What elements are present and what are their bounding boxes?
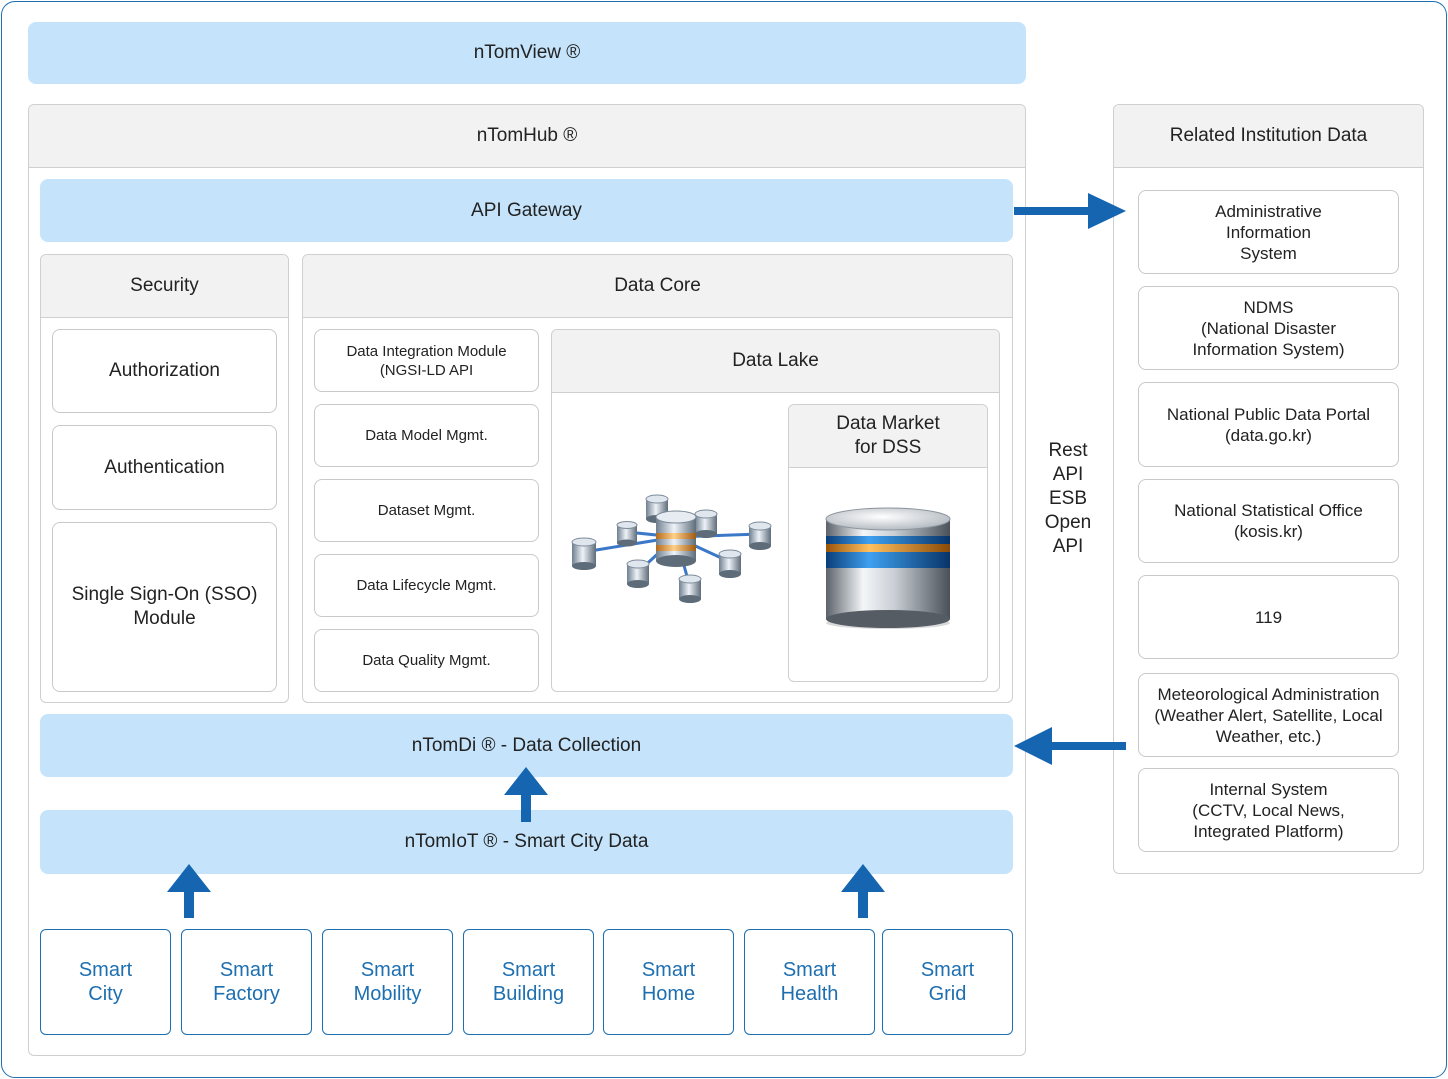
authorization-box: Authorization — [52, 329, 277, 413]
domain-label: Smart City — [78, 959, 133, 1005]
related-institution-title: Related Institution Data — [1169, 125, 1368, 146]
domain-smart-factory: Smart Factory — [181, 929, 312, 1035]
institution-label: Administrative Information System — [1215, 201, 1322, 263]
security-title: Security — [130, 275, 199, 296]
institution-label: National Statistical Office (kosis.kr) — [1174, 501, 1363, 541]
smart-city-data-label: nTomIoT ® - Smart City Data — [404, 831, 649, 852]
institution-119: 119 — [1138, 575, 1399, 659]
arrow-up-icon — [167, 864, 211, 918]
data-quality-mgmt-label: Data Quality Mgmt. — [362, 652, 491, 669]
data-quality-mgmt-box: Data Quality Mgmt. — [314, 629, 539, 692]
institution-administrative-info: Administrative Information System — [1138, 190, 1399, 274]
domain-smart-home: Smart Home — [603, 929, 734, 1035]
data-lake-header: Data Lake — [552, 330, 999, 393]
data-market-header: Data Market for DSS — [789, 405, 987, 468]
domain-label: Smart Factory — [213, 959, 280, 1005]
interface-label: Rest API ESB Open API — [1030, 415, 1106, 557]
data-integration-module-label: Data Integration Module (NGSI-LD API — [346, 342, 507, 379]
institution-label: 119 — [1254, 607, 1283, 627]
related-institution-header: Related Institution Data — [1114, 105, 1423, 168]
data-market-title: Data Market for DSS — [836, 413, 940, 458]
institution-label: National Public Data Portal (data.go.kr) — [1166, 404, 1371, 445]
domain-smart-mobility: Smart Mobility — [322, 929, 453, 1035]
data-lifecycle-mgmt-box: Data Lifecycle Mgmt. — [314, 554, 539, 617]
domain-label: Smart Grid — [920, 959, 975, 1005]
data-lake-title: Data Lake — [732, 350, 819, 371]
authentication-box: Authentication — [52, 425, 277, 510]
institution-public-data-portal: National Public Data Portal (data.go.kr) — [1138, 382, 1399, 467]
api-gateway-bar: API Gateway — [40, 179, 1013, 242]
domain-label: Smart Building — [492, 959, 565, 1005]
institution-label: Internal System (CCTV, Local News, Integ… — [1192, 779, 1345, 841]
domain-label: Smart Home — [641, 959, 696, 1005]
data-lifecycle-mgmt-label: Data Lifecycle Mgmt. — [356, 577, 497, 594]
institution-label: NDMS (National Disaster Information Syst… — [1192, 297, 1345, 359]
domain-smart-building: Smart Building — [463, 929, 594, 1035]
data-core-title: Data Core — [614, 275, 701, 296]
ntomhub-header: nTomHub ® — [29, 105, 1025, 168]
authentication-label: Authentication — [104, 456, 225, 478]
institution-meteorological: Meteorological Administration (Weather A… — [1138, 673, 1399, 757]
arrow-left-icon — [1014, 727, 1126, 765]
domain-smart-health: Smart Health — [744, 929, 875, 1035]
domain-smart-grid: Smart Grid — [882, 929, 1013, 1035]
data-collection-bar: nTomDi ® - Data Collection — [40, 714, 1013, 777]
arrow-up-icon — [504, 767, 548, 822]
data-integration-module-box: Data Integration Module (NGSI-LD API — [314, 329, 539, 392]
institution-internal-system: Internal System (CCTV, Local News, Integ… — [1138, 768, 1399, 852]
sso-module-label: Single Sign-On (SSO) Module — [71, 584, 258, 629]
dataset-mgmt-label: Dataset Mgmt. — [377, 502, 476, 519]
domain-label: Smart Mobility — [353, 959, 422, 1005]
data-market-panel: Data Market for DSS — [788, 404, 988, 682]
api-gateway-label: API Gateway — [471, 199, 582, 221]
data-model-mgmt-label: Data Model Mgmt. — [365, 427, 488, 444]
dataset-mgmt-box: Dataset Mgmt. — [314, 479, 539, 542]
domain-label: Smart Health — [780, 959, 839, 1005]
institution-ndms: NDMS (National Disaster Information Syst… — [1138, 286, 1399, 370]
database-network-icon — [571, 494, 772, 603]
data-core-header: Data Core — [303, 255, 1012, 318]
data-collection-label: nTomDi ® - Data Collection — [411, 734, 642, 756]
ntomview-bar: nTomView ® — [28, 22, 1026, 84]
smart-city-data-bar: nTomIoT ® - Smart City Data — [40, 810, 1013, 874]
arrow-up-icon — [841, 864, 885, 918]
authorization-label: Authorization — [109, 360, 220, 381]
security-header: Security — [41, 255, 288, 318]
institution-label: Meteorological Administration (Weather A… — [1154, 684, 1383, 746]
data-model-mgmt-box: Data Model Mgmt. — [314, 404, 539, 467]
ntomview-title: nTomView ® — [473, 42, 581, 63]
database-stack-icon — [825, 507, 951, 629]
interface-label-text: Rest API ESB Open API — [1044, 440, 1092, 557]
domain-smart-city: Smart City — [40, 929, 171, 1035]
sso-module-box: Single Sign-On (SSO) Module — [52, 522, 277, 692]
arrow-right-icon — [1014, 193, 1126, 229]
ntomhub-title: nTomHub ® — [476, 125, 578, 146]
institution-statistical-office: National Statistical Office (kosis.kr) — [1138, 479, 1399, 563]
